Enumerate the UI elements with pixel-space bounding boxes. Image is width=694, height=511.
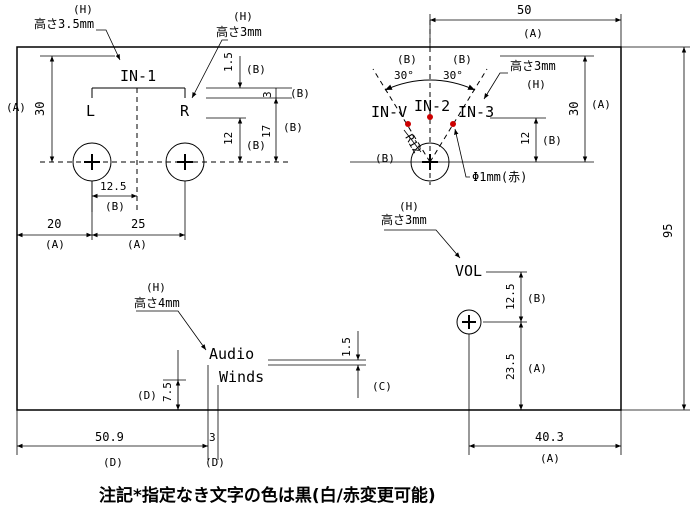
height-r: 高さ3mm [216,24,262,39]
dim-1-5-mid: 1.5 [340,337,353,357]
legend-in1: IN-1 [120,67,156,85]
label-a-top: (A) [523,27,543,40]
label-d-7-5: (D) [137,389,157,402]
legend-vol: VOL [455,262,482,280]
label-b-angle-r: (B) [452,53,472,66]
dim-12-5-v: 12.5 [504,284,517,311]
label-b-12-right: (B) [542,134,562,147]
label-b-12-left: (B) [246,139,266,152]
legend-audio: Audio [209,345,254,363]
label-h-in1: (H) [73,3,93,16]
label-b-12-5-v: (B) [527,292,547,305]
legend-r: R [180,102,190,120]
height-audio: 高さ4mm [134,295,180,310]
radius-label: R12 [402,132,423,156]
label-h-audio: (H) [146,281,166,294]
indicator-dot-in3 [450,121,456,127]
label-b-radius: (B) [375,152,395,165]
dim-40-3: 40.3 [535,430,564,444]
dim-30-left: 30 [33,102,47,116]
height-vol: 高さ3mm [381,212,427,227]
dim-12-right: 12 [519,132,532,145]
label-b-12-5-h: (B) [105,200,125,213]
dim-12-left: 12 [222,132,235,145]
dim-95: 95 [661,224,675,238]
dim-3-top: 3 [261,91,274,98]
label-d-3: (D) [205,456,225,469]
footer-note: 注記*指定なき文字の色は黒(白/赤変更可能) [99,485,436,506]
dim-7-5: 7.5 [161,382,174,402]
legend-inv: IN-V [371,103,407,121]
dim-1-5-top: 1.5 [222,52,235,72]
indicator-dot-inv [405,121,411,127]
label-b-3: (B) [290,87,310,100]
label-h-r: (H) [233,10,253,23]
panel-outline [16,46,622,411]
dim-20: 20 [47,217,61,231]
height-in1: 高さ3.5mm [34,16,94,31]
dim-30-right: 30 [567,102,581,116]
label-b-17: (B) [283,121,303,134]
legend-l: L [86,102,95,120]
label-h-in3: (H) [526,78,546,91]
label-a-20: (A) [45,238,65,251]
label-b-1-5: (B) [246,63,266,76]
label-h-vol: (H) [399,200,419,213]
label-a-23-5: (A) [527,362,547,375]
legend-winds: Winds [219,368,264,386]
height-in3: 高さ3mm [510,58,556,73]
dim-50-9: 50.9 [95,430,124,444]
indicator-dot-in2 [427,114,433,120]
note-dot: Φ1mm(赤) [472,170,527,184]
label-a-right: (A) [591,98,611,111]
label-a-25: (A) [127,238,147,251]
dim-17: 17 [260,125,273,138]
label-a-left: (A) [6,101,26,114]
legend-in2: IN-2 [414,97,450,115]
dim-25: 25 [131,217,145,231]
dim-50: 50 [517,3,531,17]
legend-in3: IN-3 [458,103,494,121]
label-b-angle-l: (B) [397,53,417,66]
label-d-50-9: (D) [103,456,123,469]
angle-r: 30° [443,69,463,82]
dim-3-bot: 3 [209,431,216,444]
label-c: (C) [372,380,392,393]
jack-in [410,142,450,182]
dim-23-5: 23.5 [504,354,517,381]
dim-12-5-h: 12.5 [100,180,127,193]
label-a-40-3: (A) [540,452,560,465]
angle-l: 30° [394,69,414,82]
